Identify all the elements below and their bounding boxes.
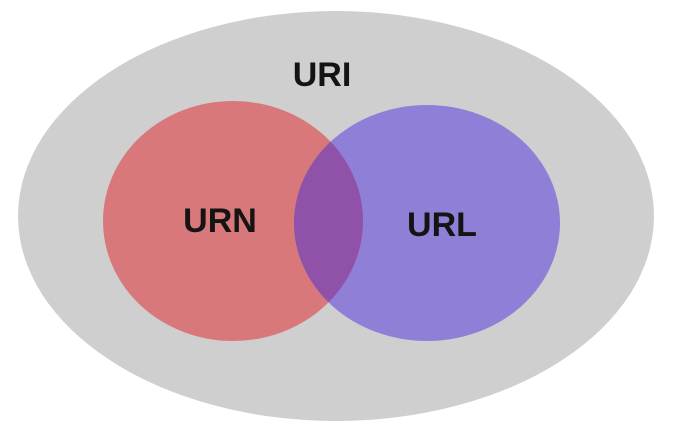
uri-label: URI [293,56,352,94]
urn-label: URN [183,202,257,240]
url-circle [294,105,560,341]
url-label: URL [407,206,477,244]
urn-circle [103,101,363,341]
